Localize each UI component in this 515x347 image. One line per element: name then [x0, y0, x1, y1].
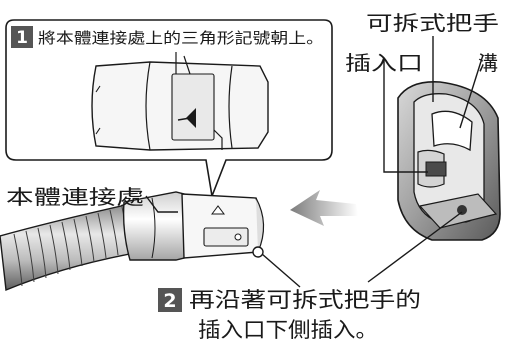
connector-closeup-illustration [91, 52, 269, 151]
handle-label-leaders [383, 36, 484, 173]
hose-and-connector-illustration [0, 191, 265, 292]
step1-callout: 1 將本體連接處上的三角形記號朝上。 [5, 19, 333, 200]
label-body-joint: 本體連接處 [6, 185, 144, 209]
step2-leaders [261, 211, 463, 288]
insertion-port [425, 161, 447, 177]
step2-number-badge [158, 288, 182, 312]
step2-number: 2 [163, 290, 176, 312]
step2-line2: 插入口下側插入。 [198, 318, 378, 342]
label-insertion-port: 插入口 [345, 51, 423, 75]
triangle-mark-icon [211, 205, 225, 215]
step2-instruction: 2 再沿著可拆式把手的 插入口下側插入。 [158, 288, 421, 342]
triangle-mark-icon [186, 108, 196, 128]
step2-line1: 再沿著可拆式把手的 [189, 288, 421, 312]
insert-point-marker [252, 246, 264, 258]
insert-direction-arrow [290, 190, 358, 226]
groove [431, 110, 473, 152]
step1-instruction-text: 將本體連接處上的三角形記號朝上。 [38, 29, 324, 47]
detachable-handle-illustration [397, 81, 501, 241]
step1-number-badge [11, 26, 33, 48]
label-detachable-handle: 可拆式把手 [366, 11, 499, 35]
step1-number: 1 [16, 28, 28, 48]
body-joint-leader [145, 195, 178, 213]
label-groove: 溝 [478, 51, 498, 75]
